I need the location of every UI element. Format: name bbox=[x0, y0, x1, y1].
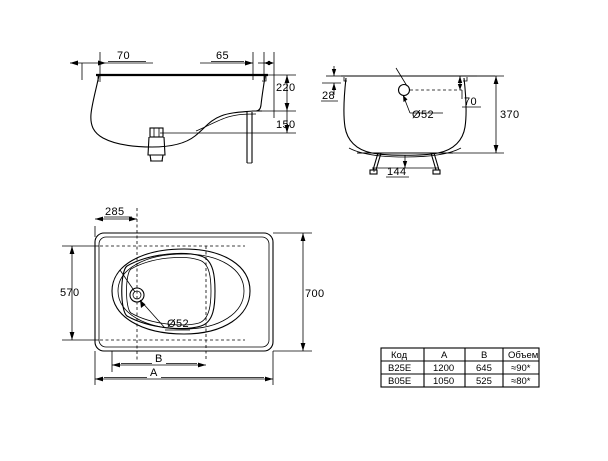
dim-144-label: 144 bbox=[387, 166, 407, 178]
plan-view: Ø52 285 570 bbox=[60, 206, 325, 385]
table-cell-volume: ≈90* bbox=[511, 363, 531, 374]
table-header-code: Код bbox=[391, 350, 408, 361]
table-row: B25E 1200 645 ≈90* bbox=[388, 363, 531, 374]
dim-A-label: A bbox=[150, 367, 158, 379]
dim-d52-plan-label: Ø52 bbox=[167, 318, 189, 330]
dim-220-label: 220 bbox=[276, 82, 296, 94]
dim-70-end-label: 70 bbox=[464, 96, 477, 108]
table-cell-volume: ≈80* bbox=[511, 376, 531, 387]
table-cell-b: 645 bbox=[476, 363, 492, 374]
table-header-a: A bbox=[441, 350, 448, 361]
dim-d52-end-label: Ø52 bbox=[412, 109, 434, 121]
table-cell-b: 525 bbox=[476, 376, 492, 387]
table-header-volume: Объем bbox=[508, 350, 538, 361]
dim-700-label: 700 bbox=[305, 288, 325, 300]
table-cell-code: B25E bbox=[388, 363, 411, 374]
table-cell-a: 1200 bbox=[433, 363, 454, 374]
table-header-b: B bbox=[481, 350, 487, 361]
table-cell-code: B05E bbox=[388, 376, 411, 387]
table-row: B05E 1050 525 ≈80* bbox=[388, 376, 531, 387]
dim-65-label: 65 bbox=[216, 50, 229, 62]
specification-table: Код A B Объем B25E 1200 645 ≈90* B05E 10… bbox=[380, 347, 540, 388]
side-elevation-view: 70 65 bbox=[70, 50, 296, 164]
table-cell-a: 1050 bbox=[433, 376, 454, 387]
dim-28-label: 28 bbox=[322, 90, 335, 102]
dim-285-label: 285 bbox=[105, 206, 125, 218]
dim-370-label: 370 bbox=[500, 109, 520, 121]
dim-B-label: B bbox=[155, 353, 163, 365]
dim-70-label: 70 bbox=[117, 50, 130, 62]
end-elevation-view: Ø52 28 70 370 bbox=[321, 66, 520, 178]
dim-570-label: 570 bbox=[60, 287, 80, 299]
dim-150-label: 150 bbox=[276, 119, 296, 131]
